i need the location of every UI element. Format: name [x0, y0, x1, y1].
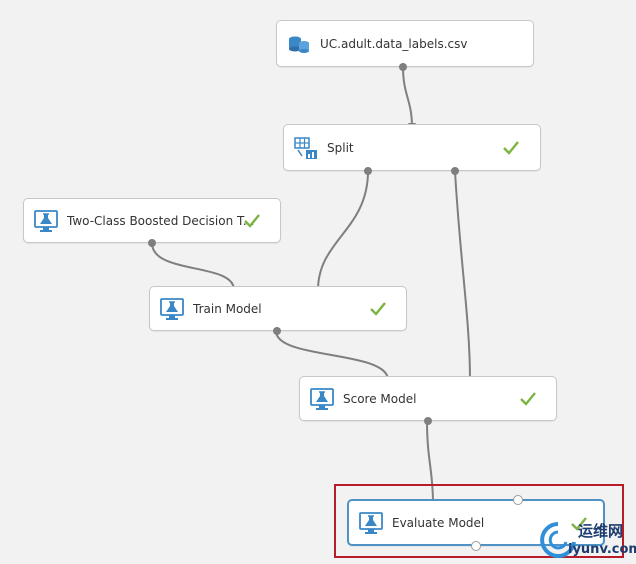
split-output-port-right[interactable]: [451, 167, 459, 175]
watermark-text-chinese: 运维网: [578, 522, 624, 540]
score-model-output-port[interactable]: [424, 417, 432, 425]
train-model-output-port[interactable]: [273, 327, 281, 335]
split-data-icon: [294, 136, 317, 159]
split-module[interactable]: Split: [283, 124, 541, 175]
connection-train-model-to-score-model[interactable]: [275, 330, 392, 384]
dataset-output-port[interactable]: [399, 63, 407, 71]
connection-split-to-train-model[interactable]: [314, 170, 369, 294]
boosted-decision-tree-completed-check-icon: [244, 214, 260, 228]
connection-boosted-tree-to-train-model[interactable]: [151, 242, 238, 294]
model-flask-icon: [310, 387, 334, 410]
evaluate-model-module[interactable]: Evaluate Model: [347, 495, 605, 551]
dataset-module-label: UC.adult.data_labels.csv: [320, 36, 468, 51]
score-model-completed-check-icon: [520, 392, 536, 406]
watermark-logo-icon: [540, 522, 576, 558]
boosted-decision-tree-module[interactable]: Two-Class Boosted Decision T...: [23, 198, 281, 247]
evaluate-model-completed-check-icon: [571, 517, 587, 531]
train-model-module-label: Train Model: [193, 301, 262, 316]
split-completed-check-icon: [503, 141, 519, 155]
connection-split-to-score-model[interactable]: [454, 170, 474, 384]
evaluate-model-highlight-box: [334, 484, 624, 558]
evaluate-model-module-label: Evaluate Model: [392, 515, 485, 530]
model-flask-icon: [160, 297, 184, 320]
evaluate-model-input-port-right[interactable]: [513, 495, 523, 505]
train-model-completed-check-icon: [370, 302, 386, 316]
model-flask-icon: [359, 511, 383, 534]
score-model-module[interactable]: Score Model: [299, 376, 557, 425]
train-model-module[interactable]: Train Model: [149, 286, 407, 335]
dataset-module[interactable]: UC.adult.data_labels.csv: [276, 20, 534, 71]
connection-dataset-to-split[interactable]: [402, 66, 416, 131]
split-output-port-left[interactable]: [364, 167, 372, 175]
split-module-label: Split: [327, 140, 354, 155]
dataset-icon: [289, 36, 309, 53]
boosted-decision-tree-output-port[interactable]: [148, 239, 156, 247]
score-model-module-label: Score Model: [343, 391, 417, 406]
site-watermark: 运维网 iyunv.com: [538, 518, 636, 562]
connection-score-model-to-evaluate-model[interactable]: [426, 420, 437, 507]
model-flask-icon: [34, 209, 58, 232]
evaluate-model-output-port[interactable]: [471, 541, 481, 551]
watermark-text-domain: iyunv.com: [568, 542, 636, 557]
boosted-decision-tree-module-label: Two-Class Boosted Decision T...: [67, 213, 255, 228]
